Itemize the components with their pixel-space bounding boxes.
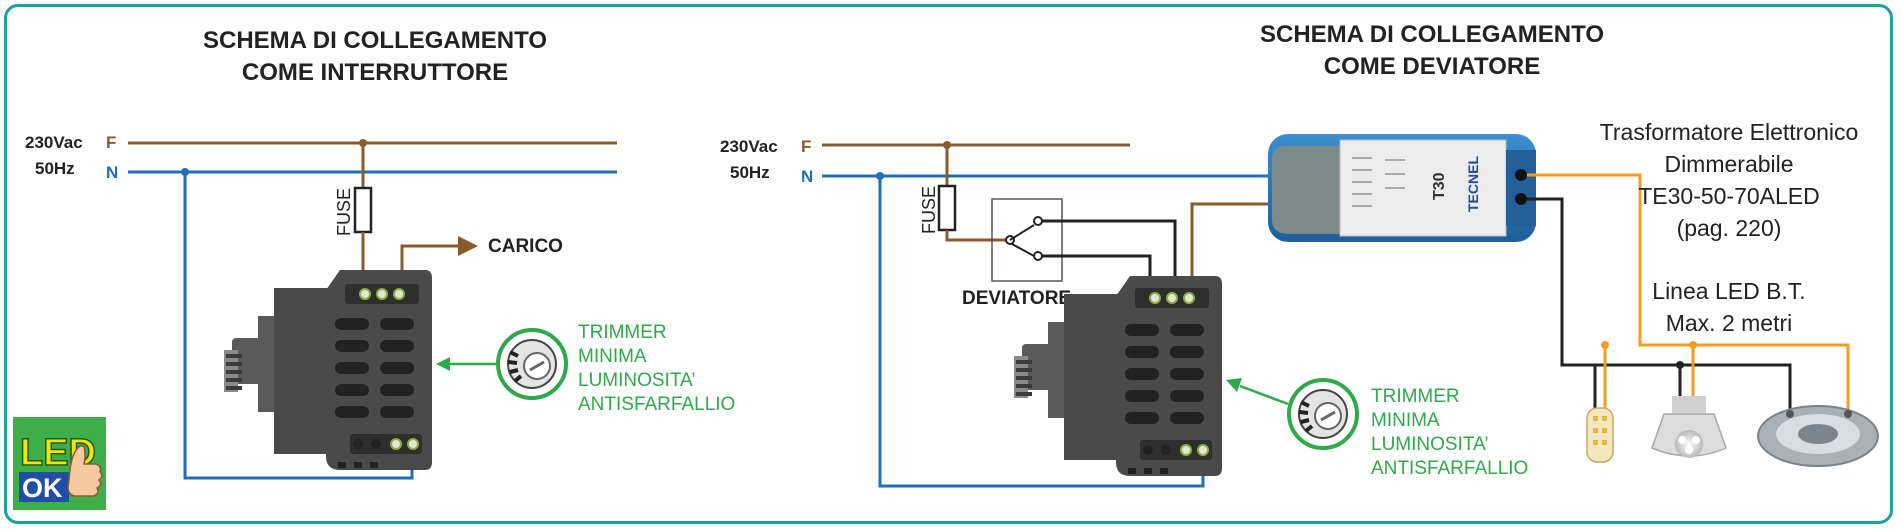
- left-frequency-label: 50Hz: [35, 159, 75, 178]
- left-load-wire: [400, 244, 460, 278]
- right-trimmer-label-line4: ANTISFARFALLIO: [1371, 458, 1528, 479]
- right-frequency-label: 50Hz: [730, 163, 770, 182]
- right-trimmer-label-line1: TRIMMER: [1371, 386, 1460, 407]
- right-title-line1: SCHEMA DI COLLEGAMENTO: [1260, 21, 1604, 48]
- right-trimmer-arrow-icon: [1226, 378, 1242, 392]
- transformer-label-line2: Dimmerabile: [1664, 151, 1793, 177]
- transformer-label-line1: Trasformatore Elettronico: [1600, 119, 1859, 145]
- switch-label: DEVIATORE: [962, 288, 1071, 309]
- left-trimmer-arrow-icon: [436, 357, 450, 371]
- right-fuse-label: FUSE: [919, 186, 939, 234]
- electronic-transformer: T30 TECNEL: [1268, 134, 1536, 242]
- right-dimmer-device: [1014, 276, 1222, 476]
- left-trimmer-label-line1: TRIMMER: [578, 322, 667, 343]
- left-neutral-junction: [181, 168, 189, 176]
- left-trimmer-label-line3: LUMINOSITA’: [578, 370, 696, 391]
- led-line-label-line1: Linea LED B.T.: [1652, 278, 1805, 304]
- transformer-label-line3: TE30-50-70ALED: [1638, 183, 1820, 209]
- right-trimmer-label-line2: MINIMA: [1371, 410, 1440, 431]
- left-fuse: [353, 186, 373, 234]
- right-neutral-label: N: [801, 167, 813, 186]
- left-voltage-label: 230Vac: [25, 133, 83, 152]
- left-load-arrow-icon: [458, 236, 478, 256]
- dimmer-to-transformer-wire: [1190, 202, 1272, 280]
- left-diagram: SCHEMA DI COLLEGAMENTO COME INTERRUTTORE…: [25, 27, 735, 480]
- right-trimmer-label-line3: LUMINOSITA’: [1371, 434, 1489, 455]
- g4-led-capsule-icon: [1586, 407, 1614, 463]
- diagram-frame: [4, 4, 1893, 524]
- badge-ok-text: OK: [22, 473, 63, 503]
- left-neutral-label: N: [106, 163, 118, 182]
- left-title-line1: SCHEMA DI COLLEGAMENTO: [203, 27, 547, 54]
- left-trimmer-knob-icon: [496, 328, 568, 400]
- right-trimmer-pointer: [1239, 384, 1289, 406]
- traveller-wire-1: [1042, 219, 1177, 280]
- led-ok-badge: LED OK: [13, 417, 106, 510]
- left-phase-junction: [359, 139, 367, 147]
- right-title-line2: COME DEVIATORE: [1324, 53, 1540, 80]
- led-line-label-line2: Max. 2 metri: [1666, 310, 1793, 336]
- left-title-line2: COME INTERRUTTORE: [242, 59, 508, 86]
- right-diagram: SCHEMA DI COLLEGAMENTO COME DEVIATORE 23…: [720, 21, 1879, 488]
- led-line-positive: [1527, 173, 1850, 410]
- left-dimmer-device: [224, 270, 432, 470]
- left-trimmer-label-line4: ANTISFARFALLIO: [578, 394, 735, 415]
- right-fuse-to-switch-wire: [945, 230, 1010, 242]
- left-fuse-label: FUSE: [334, 188, 354, 236]
- right-neutral-return-wire: [878, 176, 1205, 488]
- left-phase-label: F: [106, 133, 116, 152]
- led-line-negative: [1527, 197, 1792, 410]
- right-neutral-junction: [876, 172, 884, 180]
- traveller-wire-2: [1042, 254, 1152, 280]
- right-phase-label: F: [801, 137, 811, 156]
- right-voltage-label: 230Vac: [720, 137, 778, 156]
- transformer-brand: TECNEL: [1465, 156, 1481, 212]
- ar111-led-lamp-icon: [1757, 405, 1879, 467]
- transformer-label-line4: (pag. 220): [1677, 215, 1782, 241]
- right-trimmer-knob-icon: [1287, 378, 1359, 450]
- transformer-model: T30: [1431, 172, 1448, 200]
- mr16-spot-lamp-icon: [1651, 396, 1727, 458]
- right-fuse: [937, 184, 957, 232]
- left-load-label: CARICO: [488, 236, 563, 257]
- left-trimmer-label-line2: MINIMA: [578, 346, 647, 367]
- thumbs-up-icon: [67, 445, 103, 497]
